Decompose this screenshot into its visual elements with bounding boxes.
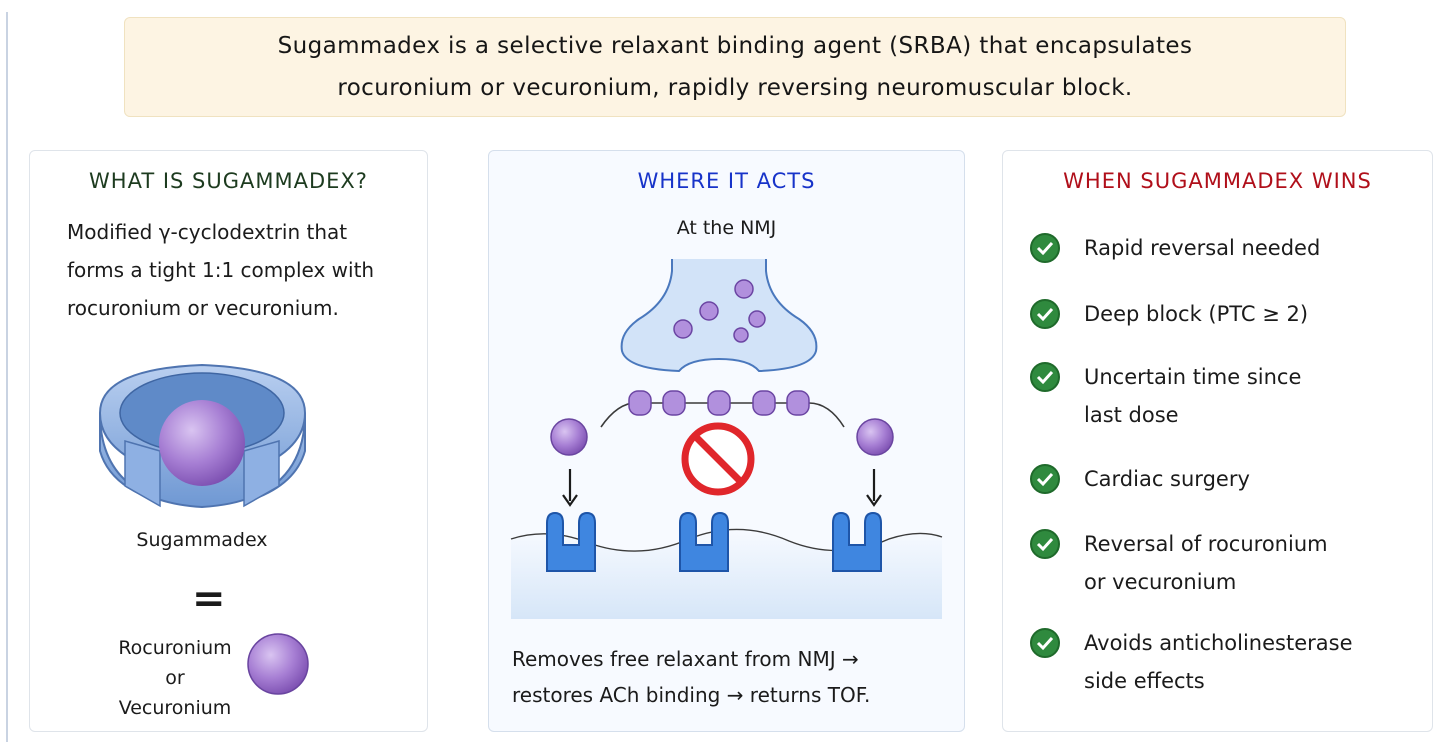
nmj-subtitle: At the NMJ bbox=[676, 217, 777, 239]
vesicle bbox=[748, 310, 766, 328]
encapsulated-relaxant-sphere bbox=[159, 400, 245, 486]
indication-text: Cardiac surgery bbox=[1084, 467, 1250, 491]
panel-title: WHAT IS SUGAMMADEX? bbox=[89, 169, 368, 193]
vesicle bbox=[673, 319, 693, 339]
ach-receptor bbox=[679, 511, 729, 572]
relaxant-sphere bbox=[550, 418, 588, 456]
banner-line-1: Sugammadex is a selective relaxant bindi… bbox=[277, 33, 1193, 59]
relaxant-label-line: Rocuronium bbox=[118, 637, 232, 659]
vesicle bbox=[733, 327, 749, 343]
check-circle-icon bbox=[1030, 299, 1060, 329]
released-vesicles bbox=[628, 390, 810, 416]
panel-what-is-sugammadex: WHAT IS SUGAMMADEX? Modified γ-cyclodext… bbox=[29, 150, 428, 732]
ach-receptor bbox=[832, 511, 882, 572]
arrow-down-icon bbox=[866, 469, 882, 507]
description-line: rocuronium or vecuronium. bbox=[67, 296, 339, 320]
sugammadex-label: Sugammadex bbox=[136, 529, 268, 551]
description-line: Modified γ-cyclodextrin that bbox=[67, 220, 348, 244]
check-circle-icon bbox=[1030, 529, 1060, 559]
panel-title: WHERE IT ACTS bbox=[637, 169, 816, 193]
panel-where-it-acts: WHERE IT ACTS At the NMJ bbox=[488, 150, 965, 732]
indication-text: Reversal of rocuronium bbox=[1084, 532, 1328, 556]
summary-banner: Sugammadex is a selective relaxant bindi… bbox=[124, 17, 1346, 117]
mechanism-caption: Removes free relaxant from NMJ → restore… bbox=[512, 641, 952, 713]
check-circle-icon bbox=[1030, 362, 1060, 392]
indication-text: Rapid reversal needed bbox=[1084, 236, 1321, 260]
nerve-terminal bbox=[620, 259, 818, 373]
arrow-down-icon bbox=[562, 469, 578, 507]
cyclodextrin-illustration bbox=[98, 363, 309, 695]
prohibited-icon bbox=[681, 422, 755, 496]
indication-text: Deep block (PTC ≥ 2) bbox=[1084, 302, 1309, 326]
relaxant-label: Rocuronium or Vecuronium bbox=[100, 633, 250, 723]
vesicle bbox=[734, 279, 754, 299]
relaxant-label-line: or bbox=[165, 667, 185, 689]
ach-receptor bbox=[546, 511, 596, 572]
description: Modified γ-cyclodextrin that forms a tig… bbox=[67, 213, 422, 327]
nmj-illustration bbox=[510, 259, 943, 619]
panel-when-sugammadex-wins: WHEN SUGAMMADEX WINS Rapid reversal need… bbox=[1002, 150, 1433, 732]
indication-text-continued: or vecuronium bbox=[1084, 570, 1237, 594]
check-circle-icon bbox=[1030, 628, 1060, 658]
indication-text-continued: last dose bbox=[1084, 403, 1179, 427]
left-frame-rule bbox=[6, 12, 8, 742]
relaxant-sphere bbox=[856, 418, 894, 456]
caption-line: Removes free relaxant from NMJ → bbox=[512, 647, 859, 671]
relaxant-sphere bbox=[247, 633, 309, 695]
panel-title: WHEN SUGAMMADEX WINS bbox=[1063, 169, 1372, 193]
banner-line-2: rocuronium or vecuronium, rapidly revers… bbox=[337, 75, 1133, 101]
description-line: forms a tight 1:1 complex with bbox=[67, 258, 375, 282]
indication-text-continued: side effects bbox=[1084, 669, 1205, 693]
equals-sign: = bbox=[192, 576, 226, 622]
indication-text: Avoids anticholinesterase bbox=[1084, 631, 1353, 655]
caption-line: restores ACh binding → returns TOF. bbox=[512, 683, 871, 707]
check-circle-icon bbox=[1030, 464, 1060, 494]
vesicle bbox=[699, 301, 719, 321]
relaxant-label-line: Vecuronium bbox=[118, 697, 232, 719]
indication-text: Uncertain time since bbox=[1084, 365, 1302, 389]
check-circle-icon bbox=[1030, 233, 1060, 263]
